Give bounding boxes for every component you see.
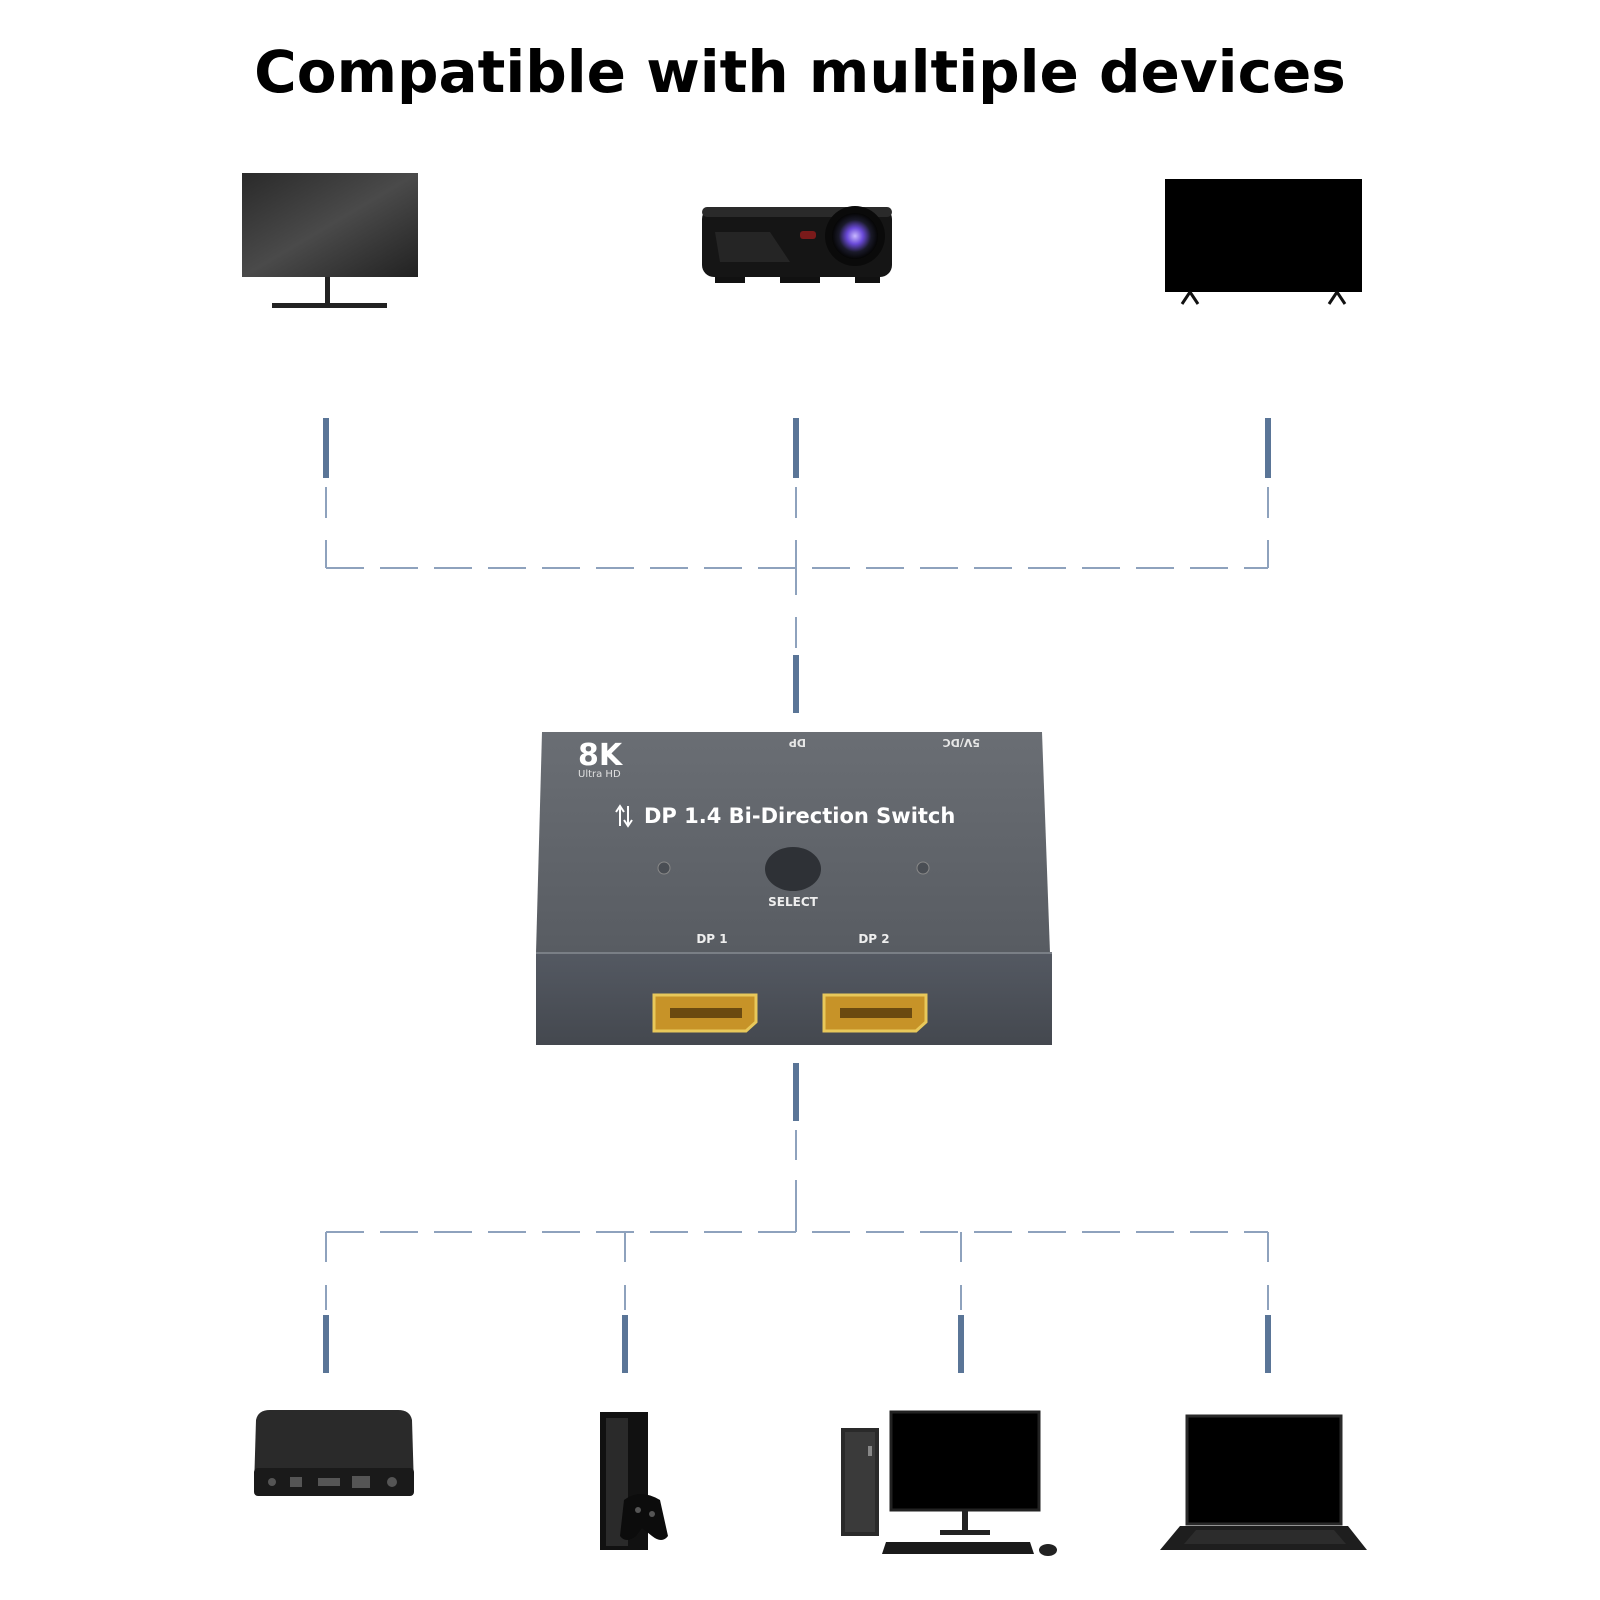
upper-connectors (323, 418, 1271, 713)
tv-icon (1165, 179, 1362, 305)
select-button[interactable] (765, 847, 821, 891)
led-dp1-icon (657, 861, 671, 875)
select-label: SELECT (768, 895, 818, 909)
page-title: Compatible with multiple devices (254, 38, 1346, 106)
desktop-computer-icon (841, 1410, 1057, 1556)
port2-label: DP 2 (858, 932, 889, 946)
product-name: DP 1.4 Bi-Direction Switch (644, 804, 955, 828)
game-console-icon (600, 1412, 668, 1550)
dp-switch: 8K Ultra HD DP 5V/DC DP 1.4 Bi-Direction… (536, 732, 1052, 1045)
port1-label: DP 1 (696, 932, 727, 946)
dp2-port-icon (822, 993, 928, 1033)
badge-ultra-hd: Ultra HD (578, 769, 621, 780)
lower-connectors (323, 1063, 1271, 1373)
monitor-icon (242, 173, 418, 308)
projector-icon (702, 206, 892, 283)
top-port-power-label: 5V/DC (943, 736, 980, 749)
dp1-port-icon (652, 993, 758, 1033)
tv-box-icon (254, 1410, 414, 1496)
top-port-dp-label: DP (789, 736, 806, 749)
laptop-icon (1160, 1414, 1367, 1550)
bidirection-arrows-icon (615, 804, 633, 828)
badge-8k: 8K (578, 738, 624, 773)
led-dp2-icon (916, 861, 930, 875)
